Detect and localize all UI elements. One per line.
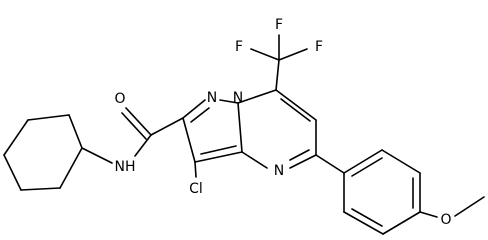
bond-carbonyl-o-b — [121, 112, 147, 140]
atom-cl: Cl — [189, 181, 203, 197]
bond-c7-c6 — [275, 89, 317, 121]
bond-aryl-2-3 — [381, 149, 421, 174]
bond-c5-n4 — [289, 154, 317, 169]
bond-chx-1-2 — [68, 114, 83, 149]
atom-nh-amide: NH — [115, 159, 136, 175]
bond-cf3-f-right — [278, 48, 308, 61]
atom-f-bottom: F — [275, 17, 283, 33]
atom-n-bridgehead-left: N — [207, 90, 217, 106]
bond-chx-6-1 — [59, 147, 83, 189]
atom-labels: F F F N N N O NH Cl O — [114, 17, 451, 228]
atom-o-methoxy: O — [440, 212, 451, 228]
bond-chx-4-5 — [3, 154, 22, 191]
bond-n1-c2 — [182, 99, 206, 119]
atom-f-top-right: F — [315, 39, 323, 55]
bond-c5-n4-inner — [289, 149, 310, 161]
bond-aryl-1-2 — [343, 149, 383, 174]
atom-f-top-left: F — [235, 39, 243, 55]
bond-chx-3-4 — [3, 119, 29, 156]
bond-c7-c6-inner — [280, 98, 311, 122]
bond-n-cyclohexyl — [81, 147, 113, 164]
bond-chx-2-3 — [27, 114, 70, 121]
bond-n1-c2-inner — [190, 107, 210, 123]
bond-carbonyl-n — [134, 134, 152, 157]
bond-n4-c3a — [241, 151, 268, 169]
bond-o-methyl — [454, 196, 485, 217]
bond-c3-cl — [194, 161, 197, 178]
bond-c3-c3a-inner — [200, 145, 237, 155]
bond-c3-c3a — [194, 151, 243, 163]
bond-n7a-n1 — [219, 99, 239, 104]
atom-o-carbonyl: O — [114, 91, 125, 107]
bond-aryl-o — [419, 211, 438, 218]
bond-aryl-5-6 — [343, 211, 384, 235]
bond-cf3-c7 — [275, 59, 280, 91]
bond-aryl-inner-c — [351, 208, 383, 227]
bonds — [3, 34, 485, 235]
bond-c7-n7a — [237, 89, 277, 104]
bond-aryl-4-5 — [382, 211, 421, 235]
atom-n-ring-lower: N — [274, 163, 284, 179]
bond-chx-5-6 — [20, 187, 61, 191]
bond-aryl-inner-a — [351, 157, 383, 177]
atom-n-bridgehead-right: N — [233, 90, 243, 106]
bond-cf3-f-left — [250, 48, 280, 61]
bond-c5-aryl — [315, 154, 345, 174]
bond-c2-carbonyl — [150, 117, 184, 136]
bond-c3a-n7a — [237, 102, 243, 153]
bond-c2-c3 — [182, 117, 196, 163]
bond-carbonyl-o-a — [125, 107, 152, 136]
